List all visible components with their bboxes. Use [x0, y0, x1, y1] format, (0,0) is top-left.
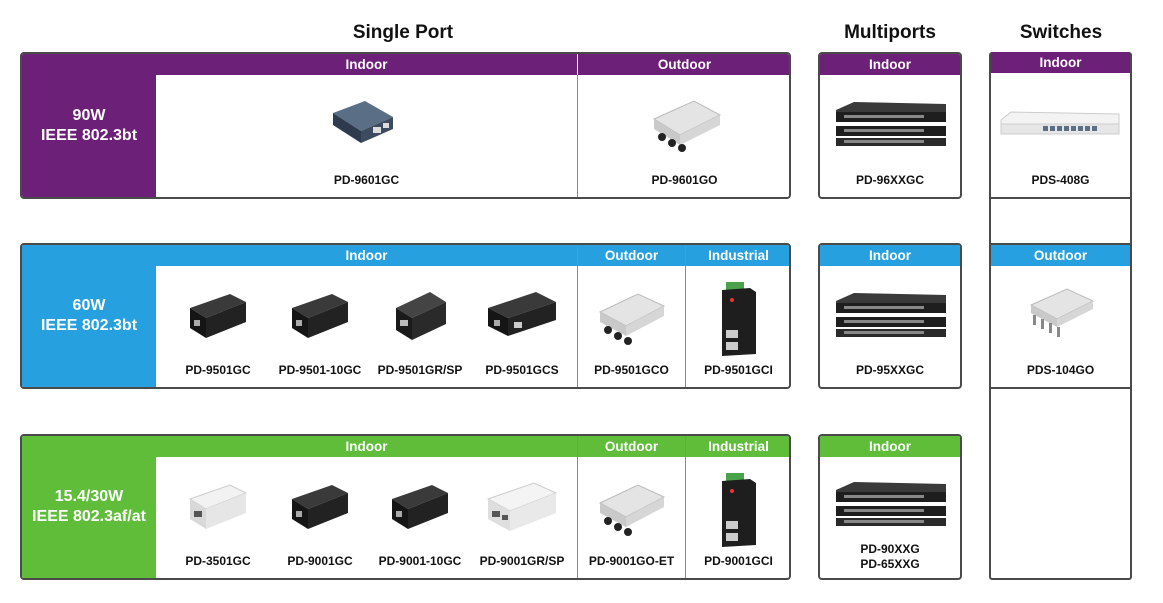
product-label: PD-9501GCS — [485, 363, 559, 377]
industrial-injector-image — [722, 282, 756, 356]
product-cell-pd-9001go-et[interactable]: PD-9001GO-ET — [578, 457, 685, 578]
header-outdoor: Outdoor — [578, 436, 685, 457]
multiport-midspan-image — [836, 102, 946, 146]
row-15w-30w-multiport[interactable]: Indoor PD-90XXG PD-65XXG — [818, 434, 962, 580]
outdoor-switch-image — [1029, 288, 1095, 337]
product-label: PD-3501GC — [185, 554, 251, 568]
product-label: PD-9001-10GC — [378, 554, 462, 568]
product-label: PD-90XXG — [860, 542, 920, 556]
row-90w-switch[interactable]: Indoor PDS-408G — [989, 52, 1132, 199]
divider — [685, 245, 686, 387]
divider — [577, 245, 578, 387]
switches-title: Switches — [1019, 22, 1103, 43]
product-label: PD-96XXGC — [855, 173, 925, 187]
product-label: PD-95XXGC — [855, 363, 925, 377]
row-15w-30w-label: 15.4/30W IEEE 802.3af/at — [22, 436, 156, 578]
header-indoor: Indoor — [820, 54, 960, 75]
product-cell-pd-9601gc[interactable]: PD-9601GC — [156, 75, 577, 197]
row-60w-switch[interactable]: Outdoor PDS-104GO — [989, 243, 1132, 389]
divider — [577, 436, 578, 578]
product-label: PD-9001GC — [287, 554, 353, 568]
injector-image — [188, 484, 248, 529]
header-indoor: Indoor — [991, 52, 1130, 73]
product-cell-pd-9001gc[interactable]: PD-9001GC — [270, 457, 370, 578]
header-outdoor: Outdoor — [991, 245, 1130, 266]
row-60w-multiport[interactable]: Indoor PD-95XXGC — [818, 243, 962, 389]
product-cell-pd-9501-10gc[interactable]: PD-9501-10GC — [270, 266, 370, 387]
header-industrial: Industrial — [686, 245, 789, 266]
product-cell-pd-9501gc[interactable]: PD-9501GC — [170, 266, 266, 387]
injector-image — [392, 485, 448, 529]
header-indoor: Indoor — [820, 245, 960, 266]
injector-image — [396, 292, 446, 340]
header-outdoor: Outdoor — [578, 245, 685, 266]
outdoor-injector-image — [598, 484, 666, 536]
product-label: PD-9501GC — [185, 363, 251, 377]
product-label: PD-9501GCI — [704, 363, 773, 377]
product-cell-pd-9001gci[interactable]: PD-9001GCI — [686, 457, 789, 578]
row-15w-30w-single-port: 15.4/30W IEEE 802.3af/at Indoor Outdoor … — [20, 434, 791, 580]
row-90w-single-port: 90W IEEE 802.3bt Indoor Outdoor PD-9601G… — [20, 52, 791, 199]
injector-image — [488, 292, 556, 336]
product-label: PD-9501-10GC — [278, 363, 362, 377]
row-60w-label: 60W IEEE 802.3bt — [22, 245, 156, 387]
injector-image — [292, 294, 348, 338]
product-cell-pd-3501gc[interactable]: PD-3501GC — [170, 457, 266, 578]
standard-label: IEEE 802.3bt — [40, 126, 138, 144]
power-rating: 60W — [72, 297, 106, 314]
injector-image — [190, 294, 246, 338]
product-cell-pd-9501gco[interactable]: PD-9501GCO — [578, 266, 685, 387]
product-label: PD-9501GR/SP — [377, 363, 463, 377]
outdoor-injector-image — [652, 100, 722, 152]
multiports-title: Multiports — [844, 22, 936, 43]
header-industrial: Industrial — [686, 436, 789, 457]
standard-label: IEEE 802.3af/at — [32, 508, 146, 525]
product-label: PD-9601GC — [333, 173, 400, 187]
multiport-midspan-image — [836, 293, 946, 337]
standard-label: IEEE 802.3bt — [40, 317, 138, 334]
header-indoor: Indoor — [156, 436, 577, 457]
product-cell-pd-9501gci[interactable]: PD-9501GCI — [686, 266, 789, 387]
injector-image — [486, 482, 558, 531]
switch-image — [1000, 111, 1120, 135]
product-label: PD-9501GCO — [594, 363, 669, 377]
product-label: PDS-104GO — [1026, 363, 1095, 377]
product-label: PD-9001GO-ET — [588, 554, 675, 568]
power-rating: 15.4/30W — [54, 488, 124, 505]
header-indoor: Indoor — [820, 436, 960, 457]
product-label: PD-9001GR/SP — [479, 554, 565, 568]
product-cell-pd-9501gcs[interactable]: PD-9501GCS — [470, 266, 574, 387]
product-cell-pd-9001-10gc[interactable]: PD-9001-10GC — [372, 457, 468, 578]
divider — [685, 436, 686, 578]
product-label: PD-65XXG — [860, 557, 920, 571]
multiport-midspan-image — [836, 482, 946, 526]
product-label: PD-9601GO — [651, 173, 718, 187]
single-port-title: Single Port — [352, 22, 454, 43]
product-cell-pd-9501gr-sp[interactable]: PD-9501GR/SP — [372, 266, 468, 387]
product-cell-pd-9001gr-sp[interactable]: PD-9001GR/SP — [470, 457, 574, 578]
header-indoor: Indoor — [156, 54, 577, 75]
power-rating: 90W — [72, 106, 106, 124]
industrial-injector-image — [722, 473, 756, 547]
product-label: PDS-408G — [1031, 173, 1090, 187]
header-outdoor: Outdoor — [578, 54, 789, 75]
divider — [577, 75, 578, 197]
row-90w-label: 90W IEEE 802.3bt — [22, 54, 156, 197]
header-indoor: Indoor — [156, 245, 577, 266]
injector-image — [333, 101, 393, 143]
injector-image — [292, 485, 348, 529]
product-label-list: PD-90XXG PD-65XXG — [820, 542, 960, 572]
product-cell-pd-9601go[interactable]: PD-9601GO — [578, 75, 789, 197]
product-label: PD-9001GCI — [704, 554, 773, 568]
row-90w-multiport[interactable]: Indoor PD-96XXGC — [818, 52, 962, 199]
row-60w-single-port: 60W IEEE 802.3bt Indoor Outdoor Industri… — [20, 243, 791, 389]
outdoor-injector-image — [598, 293, 666, 345]
